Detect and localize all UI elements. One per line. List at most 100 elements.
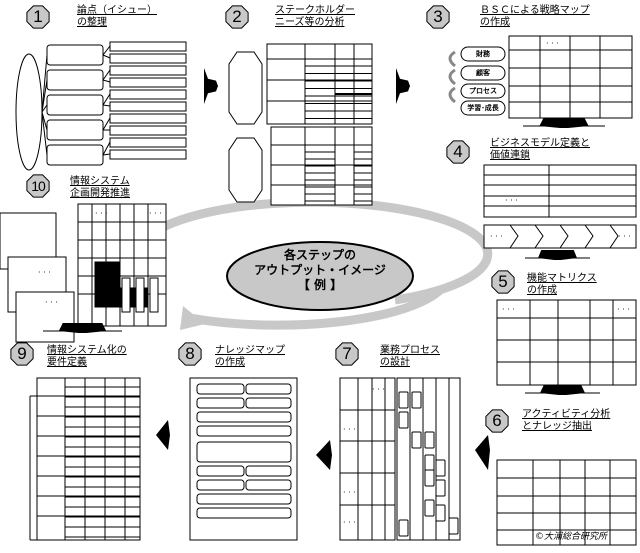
- step-badge-7: 7: [342, 344, 352, 363]
- connector-line: [102, 45, 111, 56]
- connector-line: [102, 141, 111, 156]
- connector-line: [102, 79, 111, 83]
- step-badge-shape-9: [10, 342, 34, 366]
- process-step-box: [424, 454, 435, 472]
- title-line: ニーズ等の分析: [275, 17, 345, 28]
- title-line: 価値連鎖: [490, 150, 530, 161]
- connector-line: [102, 104, 111, 107]
- step-badge-shape-4: [446, 140, 470, 164]
- sub-issue-bar: [109, 149, 187, 160]
- sub-issue-bar: [109, 89, 187, 100]
- ellipsis-text: · · ·: [95, 209, 108, 218]
- step-title-4: ビジネスモデル定義と価値連鎖: [490, 138, 590, 162]
- center-line-1: 各ステップの: [283, 248, 356, 262]
- title-line: 情報システム: [70, 176, 130, 187]
- issue-box: [46, 69, 104, 91]
- sub-issue-bar: [109, 101, 187, 112]
- process-step-box: [398, 411, 409, 429]
- knowledge-item-box: [196, 425, 292, 437]
- arrow-5-to-6-icon: [540, 385, 585, 395]
- process-step-box: [448, 517, 459, 535]
- process-step-box: [411, 431, 422, 449]
- task-bar: [135, 277, 145, 313]
- step-badge-8: 8: [185, 344, 195, 363]
- arrow-6-to-7-icon: [475, 435, 490, 470]
- sub-issue-bar: [109, 125, 187, 136]
- step-title-5: 機能マトリクスの作成: [527, 273, 597, 297]
- knowledge-item-box: [196, 441, 292, 463]
- bsc-perspective-finance: 財務: [476, 50, 490, 58]
- issue-root-ellipse: [15, 53, 43, 171]
- step-badge-3: 3: [433, 7, 443, 26]
- step-badge-shape-1: [26, 5, 50, 29]
- needs-table: [266, 43, 373, 125]
- ellipsis-text: · · ·: [343, 488, 356, 497]
- sub-issue-bar: [109, 65, 187, 76]
- connector-line: [41, 79, 48, 113]
- title-line: ナレッジマップ: [215, 345, 285, 356]
- ellipsis-text: · · ·: [618, 232, 631, 241]
- ellipsis-text: · · ·: [490, 232, 503, 241]
- center-ellipse: [226, 241, 414, 311]
- connector-line: [41, 54, 48, 113]
- step-title-7: 業務プロセスの設計: [380, 345, 440, 369]
- step-badge-shape-7: [335, 342, 359, 366]
- title-line: の作成: [215, 357, 245, 368]
- activity-table: [496, 459, 637, 546]
- process-step-box: [435, 479, 446, 497]
- step-badge-1: 1: [33, 7, 43, 26]
- process-step-box: [398, 519, 409, 537]
- knowledge-item-box: [196, 383, 245, 395]
- chevron-icon: [609, 224, 619, 249]
- step-badge-shape-3: [426, 5, 450, 29]
- bsc-pill: [460, 46, 506, 62]
- ellipsis-text: · · ·: [502, 305, 515, 314]
- step-title-9: 情報システム化の要件定義: [47, 345, 127, 369]
- connector-line: [102, 69, 111, 81]
- center-caption: 各ステップの アウトプット・イメージ 【 例 】: [228, 248, 412, 293]
- center-line-3: 【 例 】: [297, 278, 343, 292]
- bsc-perspective-process: プロセス: [469, 87, 497, 95]
- process-lanes-table: [339, 377, 396, 541]
- bsc-pill: [460, 65, 506, 81]
- process-step-box: [411, 391, 422, 409]
- cause-effect-arrow-icon: [448, 50, 456, 68]
- bsc-perspective-learning: 学習･成長: [467, 104, 499, 112]
- cycle-arrow-lower: [189, 286, 444, 330]
- arrow-2-to-3-icon: [396, 68, 410, 104]
- process-step-box: [435, 459, 446, 477]
- ellipsis-text: · · ·: [372, 385, 385, 394]
- step-badge-4: 4: [453, 142, 463, 161]
- step-badge-9: 9: [17, 344, 27, 363]
- step-badge-5: 5: [498, 272, 508, 291]
- ellipsis-text: · · ·: [343, 518, 356, 527]
- step-badge-shape-8: [178, 342, 202, 366]
- value-chain-bar: [483, 224, 637, 249]
- stakeholder-octagon: [228, 137, 263, 203]
- ellipsis-text: · · ·: [617, 305, 630, 314]
- title-line: 業務プロセス: [380, 345, 440, 356]
- ellipsis-text: · · ·: [38, 268, 51, 277]
- cycle-arrowhead-icon: [180, 306, 205, 330]
- document-page: [15, 291, 75, 343]
- step-badge-shape-6: [485, 409, 509, 433]
- stakeholder-octagon: [228, 51, 263, 125]
- process-step-box: [424, 469, 435, 487]
- connector-line: [102, 117, 111, 131]
- title-line: の設計: [380, 357, 410, 368]
- issue-box: [46, 44, 104, 66]
- ellipsis-text: · · ·: [505, 196, 518, 205]
- sub-issue-bar: [109, 113, 187, 124]
- issue-box: [46, 119, 104, 141]
- step-badge-shape-2: [225, 5, 249, 29]
- ellipsis-text: · · ·: [149, 209, 162, 218]
- issue-box: [46, 144, 104, 166]
- sub-issue-bar: [109, 77, 187, 88]
- arrow-7-to-8-icon: [316, 440, 332, 470]
- step-badge-10: 10: [31, 178, 46, 194]
- step-title-1: 論点（イシュー）の整理: [77, 5, 157, 29]
- arrow-8-to-9-icon: [156, 420, 170, 450]
- bsc-pill: [460, 100, 506, 116]
- title-line: 論点（イシュー）: [77, 5, 157, 16]
- title-line: とナレッジ抽出: [522, 421, 592, 432]
